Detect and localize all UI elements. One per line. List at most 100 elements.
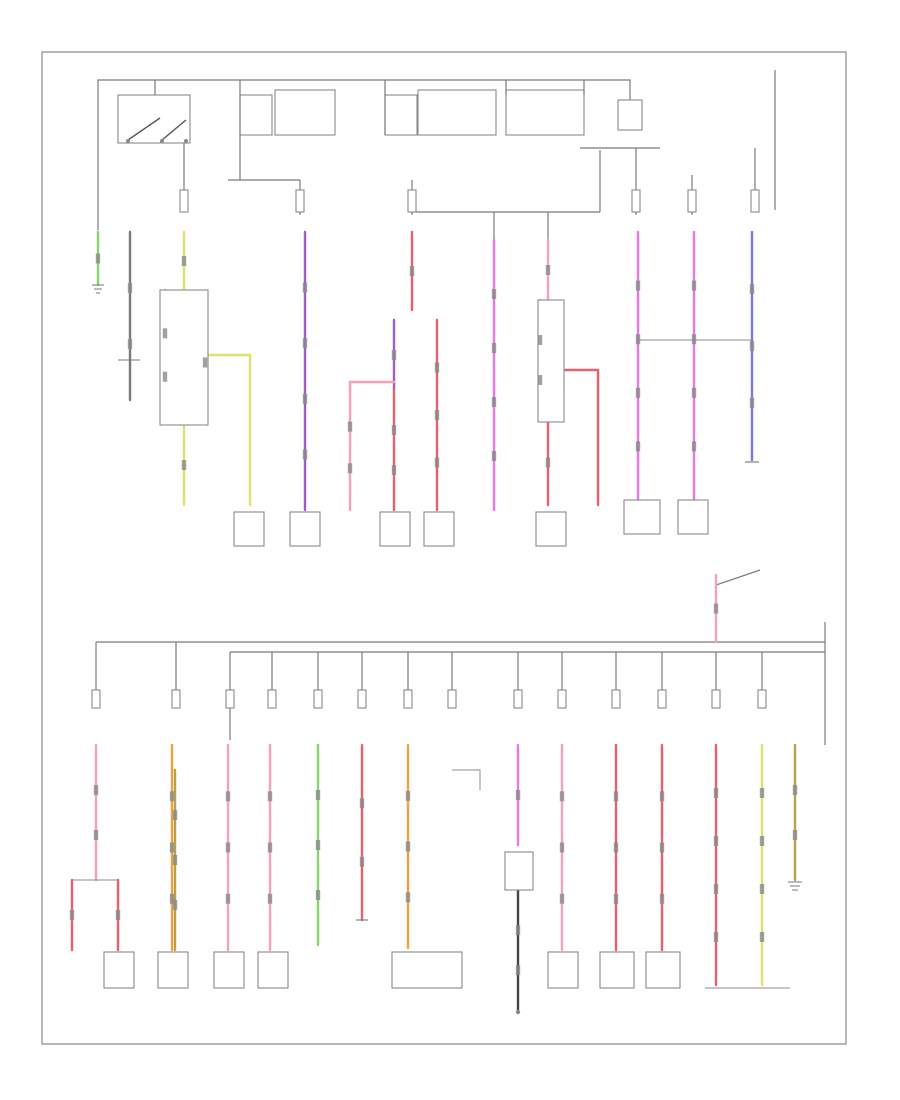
wire-connector-12-2	[691, 334, 697, 345]
wire-connector-35-2	[172, 855, 178, 865]
upper-fuse-blocks	[239, 80, 643, 180]
wire-connector-29-3	[659, 893, 665, 904]
lower-component-2	[157, 951, 189, 989]
component-5	[535, 511, 567, 547]
wire-connector-24-1	[359, 798, 365, 809]
central-control-module	[504, 851, 534, 891]
wire-connector-12-1	[691, 280, 697, 291]
wire-connector-23-3	[315, 890, 321, 900]
wire-connector-10-3	[434, 457, 440, 468]
wire-connector-0-1	[95, 253, 101, 264]
wire-connector-30-1	[713, 788, 719, 798]
wire-connector-13-2	[749, 341, 755, 351]
lower-component-8	[645, 951, 681, 989]
wire-connector-7-1	[409, 266, 415, 276]
wire-connector-35-3	[172, 900, 178, 910]
fuse-block-b	[274, 89, 336, 136]
wire-connector-25-1	[405, 790, 411, 801]
wire-connector-2-1	[181, 256, 187, 266]
module-left	[159, 289, 209, 426]
wire-connector-15-1	[202, 357, 208, 368]
wire-connector-16-1	[181, 460, 187, 470]
wire-connector-31-3	[759, 884, 765, 894]
wire-connector-4-2	[302, 338, 308, 349]
module-right	[537, 299, 565, 423]
wire-connector-27-2	[559, 842, 565, 853]
wire-connector-19-2	[93, 830, 99, 840]
upper-grounds	[92, 284, 759, 463]
lower-component-1	[103, 951, 135, 989]
lower-fuse-markers	[91, 689, 767, 709]
wire-connector-13-3	[749, 398, 755, 408]
wire-connector-27-3	[559, 893, 565, 904]
wire-connector-21-1	[225, 791, 231, 802]
wire-connector-4-1	[302, 282, 308, 293]
wire-connector-31-2	[759, 836, 765, 846]
wire-connector-30-4	[713, 932, 719, 942]
component-2	[289, 511, 321, 547]
wire-connector-6-1	[347, 421, 353, 432]
wire-connector-37-1	[713, 603, 719, 614]
wire-connector-29-2	[659, 842, 665, 853]
wire-connector-25-2	[405, 841, 411, 852]
component-4	[423, 511, 455, 547]
connector-markers	[69, 253, 798, 975]
wire-connector-11-3	[635, 387, 641, 398]
lower-wire-segments	[70, 573, 718, 1012]
lower-component-5	[391, 951, 463, 989]
wire-connector-22-1	[267, 791, 273, 802]
wire-connector-25-3	[405, 892, 411, 903]
upper-component-row	[233, 499, 709, 547]
wire-connector-27-1	[559, 791, 565, 802]
upper-wire-segments	[182, 298, 752, 512]
lower-component-4	[257, 951, 289, 989]
wire-connector-34-1	[115, 910, 121, 920]
wire-connector-10-1	[434, 362, 440, 373]
wire-connector-1-1	[127, 283, 133, 293]
upper-circuit	[92, 70, 776, 547]
wire-connector-31-4	[759, 932, 765, 942]
upper-modules	[118, 289, 565, 426]
wire-connector-8-3	[491, 397, 497, 407]
diagram-frame	[41, 51, 847, 1045]
wire-connector-17-2	[537, 375, 543, 385]
wire-connector-8-1	[491, 289, 497, 299]
component-7	[677, 499, 709, 535]
wire-connector-9-1	[545, 265, 551, 275]
wire-connector-32-2	[792, 830, 798, 840]
wire-connector-11-2	[635, 334, 641, 345]
ignition-switch	[117, 80, 191, 210]
fuse-block-e	[505, 89, 585, 136]
wire-connector-22-3	[267, 893, 273, 904]
fuse-block-a	[239, 94, 273, 136]
wire-connector-1-2	[127, 339, 133, 349]
wire-connector-5-1	[391, 350, 397, 360]
lower-fuse-drops	[175, 642, 763, 740]
wire-connector-28-3	[613, 893, 619, 904]
component-1	[233, 511, 265, 547]
fuse-block-f	[617, 99, 643, 131]
wire-connector-19-1	[93, 785, 99, 795]
wire-connector-33-1	[69, 910, 75, 920]
wire-connector-22-2	[267, 842, 273, 853]
wire-connector-4-3	[302, 393, 308, 404]
lower-wires	[94, 743, 797, 987]
wire-connector-10-2	[434, 410, 440, 420]
lower-circuit	[70, 569, 826, 1015]
wire-connector-12-4	[691, 441, 697, 452]
wire-connector-21-2	[225, 842, 231, 853]
lower-grounds	[356, 881, 802, 1015]
wire-connector-23-2	[315, 840, 321, 850]
wire-connector-14-2	[391, 465, 397, 475]
wire-connector-17-1	[537, 335, 543, 345]
wire-connector-8-2	[491, 343, 497, 353]
wire-connector-3-1	[162, 328, 168, 339]
wire-connector-20-1	[169, 791, 175, 802]
wire-connector-14-1	[391, 425, 397, 435]
fuse-block-d	[417, 89, 497, 136]
fuse-markers	[179, 189, 760, 213]
wire-connector-21-3	[225, 893, 231, 904]
lower-component-row	[103, 951, 790, 989]
wire-connector-28-1	[613, 791, 619, 802]
wire-connector-32-1	[792, 785, 798, 795]
